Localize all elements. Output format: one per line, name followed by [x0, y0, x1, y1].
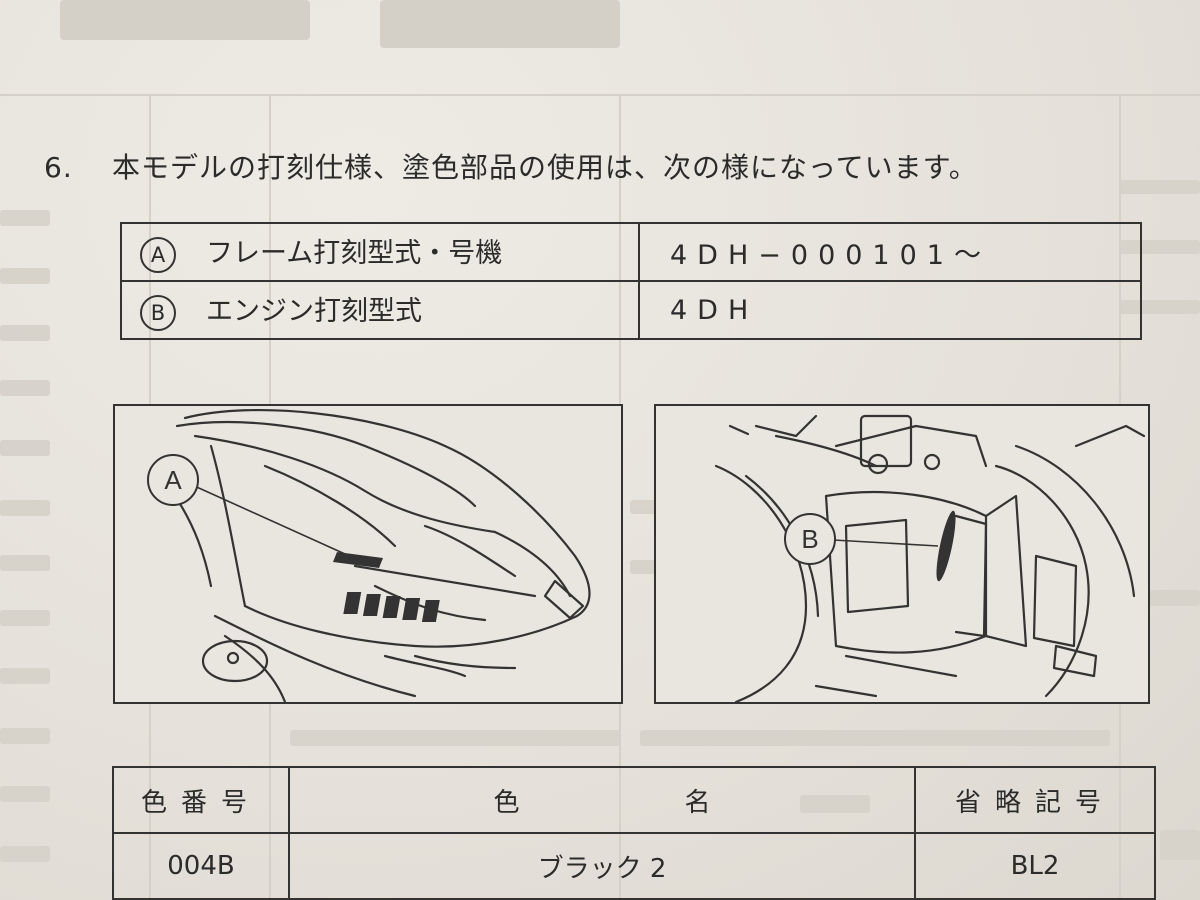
paint-color-table: 色番号 色 名 省略記号 004B ブラック 2 BL2 [112, 766, 1156, 900]
header-color-name-part2: 名 [684, 787, 711, 818]
callout-circle-a [147, 454, 199, 506]
header-color-name-part1: 色 [493, 787, 520, 818]
color-name-cell: ブラック 2 [288, 832, 916, 900]
circled-marker-b: B [140, 294, 176, 331]
color-table-row: 004B ブラック 2 BL2 [112, 832, 1156, 900]
spec-label-cell: B エンジン打刻型式 [120, 280, 640, 340]
color-table-header-row: 色番号 色 名 省略記号 [112, 766, 1156, 834]
spec-label-cell: A フレーム打刻型式・号機 [120, 222, 640, 282]
scooter-body-illustration: A [147, 408, 591, 702]
spec-row-engine: B エンジン打刻型式 4DH [120, 280, 1142, 340]
frame-stamp-value: 4DH−000101〜 [638, 222, 1142, 282]
spec-row-frame: A フレーム打刻型式・号機 4DH−000101〜 [120, 222, 1142, 282]
leader-line-a [189, 483, 346, 555]
instruction-text: 本モデルの打刻仕様、塗色部品の使用は、次の様になっています。 [112, 151, 978, 184]
item-number: 6. [44, 151, 73, 184]
callout-label-b: B [801, 524, 818, 554]
color-number-cell: 004B [112, 832, 290, 900]
callout-circle-b [784, 513, 836, 565]
engine-crankcase-illustration: B [714, 414, 1146, 702]
figure-engine-stamp-location: B [654, 404, 1150, 704]
color-abbrev-cell: BL2 [914, 832, 1156, 900]
frame-stamp-label: フレーム打刻型式・号機 [206, 238, 503, 270]
callout-label-a: A [164, 465, 182, 495]
header-color-number: 色番号 [112, 766, 290, 834]
header-abbreviation: 省略記号 [914, 766, 1156, 834]
engine-stamp-mark [936, 510, 956, 582]
header-color-name-cell: 色 名 [288, 766, 916, 834]
instruction-heading: 6. 本モデルの打刻仕様、塗色部品の使用は、次の様になっています。 [44, 146, 978, 186]
engine-stamp-value: 4DH [638, 280, 1142, 340]
leader-line-b [815, 538, 939, 547]
figure-frame-stamp-location: A [113, 404, 623, 704]
circled-marker-a: A [140, 236, 176, 273]
engine-stamp-label: エンジン打刻型式 [206, 296, 422, 328]
stamp-spec-table: A フレーム打刻型式・号機 4DH−000101〜 B エンジン打刻型式 4DH [120, 222, 1142, 340]
